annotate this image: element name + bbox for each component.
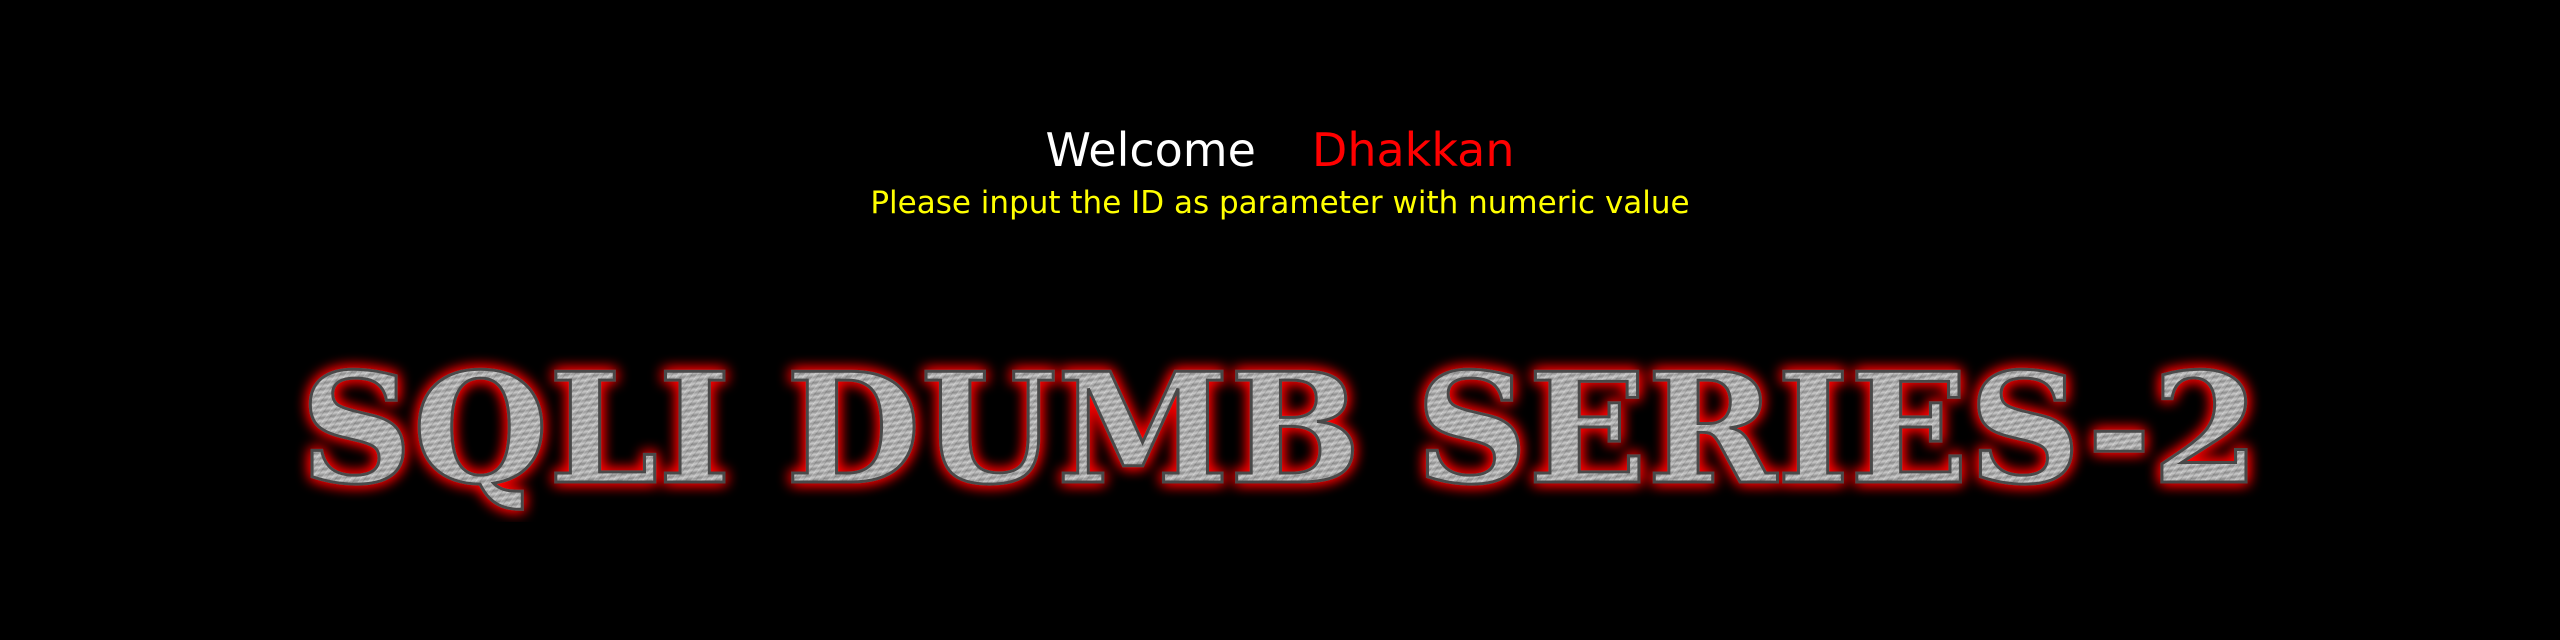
instruction-text: Please input the ID as parameter with nu… bbox=[870, 185, 1690, 221]
welcome-line: Welcome Dhakkan bbox=[0, 118, 2560, 182]
banner-graphic: SQLI DUMB SERIES-2 bbox=[299, 342, 2262, 520]
welcome-greeting: Welcome bbox=[1045, 123, 1256, 177]
banner-logo: SQLI DUMB SERIES-2 bbox=[280, 342, 2280, 522]
banner-title: SQLI DUMB SERIES-2 bbox=[300, 342, 2260, 518]
welcome-username: Dhakkan bbox=[1311, 123, 1515, 177]
